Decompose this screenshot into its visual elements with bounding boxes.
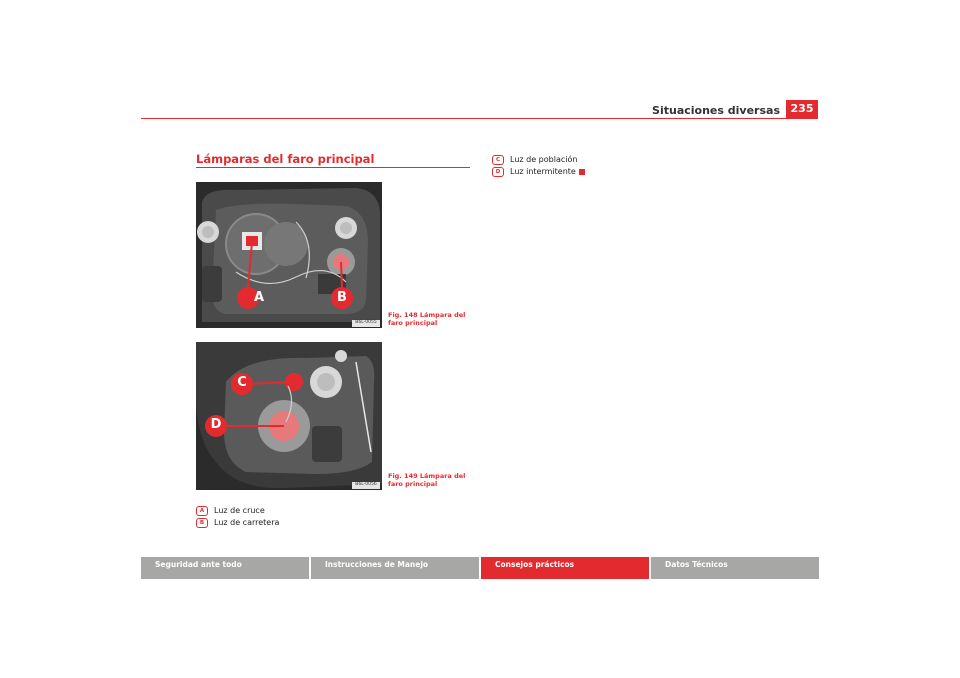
marker-b: B xyxy=(196,517,208,528)
section-title: Lámparas del faro principal xyxy=(196,152,375,166)
callout-b-label: B xyxy=(337,290,347,305)
marker-a: A xyxy=(196,505,208,516)
figure-148-image xyxy=(196,182,382,328)
list-item-text: Luz de cruce xyxy=(214,506,265,515)
list-item-text: Luz de población xyxy=(510,155,578,164)
tab-seguridad[interactable]: Seguridad ante todo xyxy=(141,557,309,579)
list-item: D Luz intermitente xyxy=(492,166,585,178)
figure-149-code: B6L-0056 xyxy=(355,482,377,487)
header-rule xyxy=(141,118,818,119)
legend-list-right: C Luz de población D Luz intermitente xyxy=(492,154,585,178)
running-header-title: Situaciones diversas xyxy=(652,104,780,117)
figure-148-caption: Fig. 148 Lámpara del faro principal xyxy=(388,311,466,327)
callout-d-label: D xyxy=(210,417,222,432)
list-item-text: Luz de carretera xyxy=(214,518,280,527)
end-of-section-icon xyxy=(578,168,585,175)
list-item: C Luz de población xyxy=(492,154,585,166)
figure-149-image xyxy=(196,342,382,490)
callout-a-label: A xyxy=(253,290,265,305)
list-item: A Luz de cruce xyxy=(196,505,279,517)
figure-149-caption: Fig. 149 Lámpara del faro principal xyxy=(388,472,466,488)
tab-datos-tecnicos[interactable]: Datos Técnicos xyxy=(651,557,819,579)
tab-consejos[interactable]: Consejos prácticos xyxy=(481,557,649,579)
figure-148-code: B6L-0055 xyxy=(355,320,377,325)
list-item-text: Luz intermitente xyxy=(510,167,576,176)
section-rule xyxy=(196,167,470,168)
page-number: 235 xyxy=(786,100,818,118)
list-item: B Luz de carretera xyxy=(196,517,279,529)
marker-c: C xyxy=(492,154,504,165)
legend-list-left: A Luz de cruce B Luz de carretera xyxy=(196,505,279,529)
tab-instrucciones[interactable]: Instrucciones de Manejo xyxy=(311,557,479,579)
callout-c-label: C xyxy=(237,375,247,390)
marker-d: D xyxy=(492,166,504,177)
